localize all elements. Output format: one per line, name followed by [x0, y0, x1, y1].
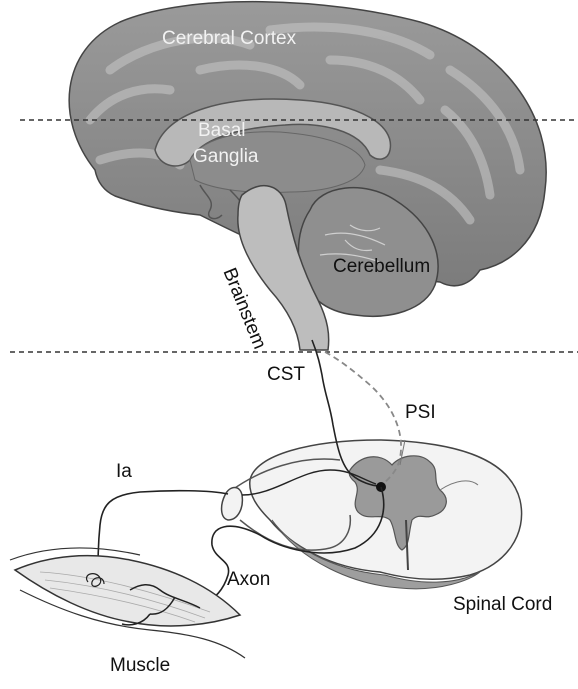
- label-cerebellum: Cerebellum: [333, 256, 430, 278]
- spinal-cord-cross-section: [250, 440, 522, 589]
- label-axon: Axon: [227, 569, 270, 591]
- label-cerebral-cortex: Cerebral Cortex: [162, 28, 296, 50]
- muscle-shape: [10, 548, 245, 658]
- label-psi: PSI: [405, 402, 436, 424]
- label-cst: CST: [267, 364, 305, 386]
- label-basal-ganglia-line1: Basal: [198, 120, 246, 142]
- label-ia: Ia: [116, 461, 132, 483]
- label-basal-ganglia-line2: Ganglia: [193, 146, 259, 168]
- label-muscle: Muscle: [110, 655, 170, 677]
- label-spinal-cord: Spinal Cord: [453, 594, 552, 616]
- dorsal-root-ganglion: [222, 488, 243, 521]
